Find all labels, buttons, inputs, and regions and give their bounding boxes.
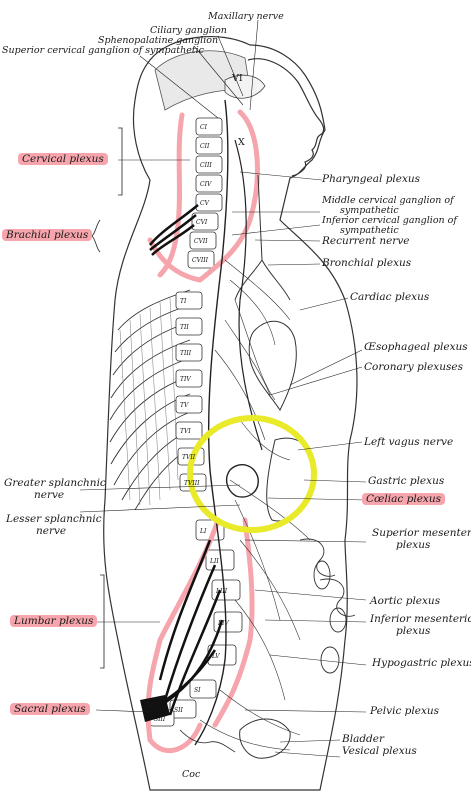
pink-lumbar-highlight [145,517,255,754]
pelvic-plexus-mesh [179,729,236,753]
label-coronary-plexuses: Coronary plexuses [364,361,463,373]
vertebra-label: CVII [194,238,208,245]
label-lesser-splanchnic-2: nerve [36,525,67,537]
label-inferior-mesenteric-1: Inferior mesenteric [370,613,471,625]
orbit [224,74,266,99]
vertebra-label: SI [194,687,201,694]
rib-hatching [119,297,179,506]
label-superior-mesenteric-2: plexus [396,539,431,551]
label-inferior-cervical-ganglion-2: sympathetic [340,225,399,236]
heart [248,320,297,411]
sacral-dark-mass [140,695,170,722]
label-bladder: Bladder [342,733,385,745]
label-coc: Coc [182,769,201,780]
label-superior-mesenteric-1: Superior mesenteric [372,527,471,539]
pink-brachial-highlight [147,237,203,283]
label-greater-splanchnic-1: Greater splanchnic [4,477,106,489]
vertebra-label: TVII [182,454,196,461]
label-greater-splanchnic-2: nerve [34,489,65,501]
lumbar-plexus-highlight: Lumbar plexus [10,615,98,627]
vertebra-label: CIV [200,181,212,188]
vertebra-label: LIII [215,588,228,595]
label-gastric-plexus: Gastric plexus [368,475,445,487]
yellow-coeliac-highlight [187,415,317,533]
vertebra-label: CII [200,143,210,150]
label-hypogastric-plexus: Hypogastric plexus [372,657,471,669]
label-maxillary-nerve: Maxillary nerve [208,11,284,22]
label-aortic-plexus: Aortic plexus [370,595,441,607]
vertebra-label: CI [200,124,208,131]
label-superior-cervical-ganglion: Superior cervical ganglion of sympatheti… [2,45,204,56]
label-coeliac-plexus: Cœliac plexus [362,493,445,505]
label-cranial-x: X [238,137,245,148]
skull-hatching [154,50,251,111]
sacral-plexus-highlight: Sacral plexus [10,703,90,715]
vertebra-label: TIV [180,376,191,383]
label-inferior-mesenteric-2: plexus [396,625,431,637]
vertebra-label: TII [180,324,189,331]
brace-cervical [118,127,123,196]
brachial-plexus-nerves [149,204,199,256]
vertebra-label: CV [200,200,210,207]
label-inferior-cervical-ganglion-1: Inferior cervical ganglion of [322,215,457,226]
coeliac-plexus-knot [225,464,259,498]
label-cervical-plexus: Cervical plexus [18,153,108,165]
cervical-plexus-highlight: Cervical plexus [18,153,108,165]
vagus-nerve [234,139,263,451]
vertebra-label: TV [180,402,189,409]
vertebra-label: SII [174,707,183,714]
label-pharyngeal-plexus: Pharyngeal plexus [322,173,421,185]
visceral-nerve-network [199,259,311,751]
intestines [299,538,356,674]
sympathetic-trunk [194,99,229,746]
label-recurrent-nerve: Recurrent nerve [322,235,410,247]
label-lesser-splanchnic-1: Lesser splanchnic [6,513,102,525]
face-profile [247,58,325,177]
vertebra-label: TVI [180,428,191,435]
bladder-organ [239,718,291,759]
label-cranial-vi: VI [232,73,243,84]
vertebra-label: LV [211,653,220,660]
label-oesophageal-plexus: Œsophageal plexus [364,341,468,353]
label-middle-cervical-ganglion-1: Middle cervical ganglion of [322,195,454,206]
vertebra-label: LIV [217,620,229,627]
vertebra-label-group: CI CII CIII CIV CV CVI CVII CVIII TI TII TIII TIV TV… [154,124,229,723]
vertebra-label: SIII [154,716,166,723]
body-outline [103,35,358,791]
label-ciliary-ganglion: Ciliary ganglion [150,25,227,36]
vertebra-label: TIII [180,350,192,357]
coeliac-plexus-highlight: Cœliac plexus [362,493,445,505]
label-sphenopalatine-ganglion: Sphenopalatine ganglion [98,35,219,46]
vertebra-label: CVIII [192,257,209,264]
label-cardiac-plexus: Cardiac plexus [350,291,430,303]
label-pelvic-plexus: Pelvic plexus [370,705,440,717]
trachea [234,174,291,301]
label-bronchial-plexus: Bronchial plexus [322,257,412,269]
vertebra-label: CIII [200,162,212,169]
leader-lines [79,19,367,758]
label-middle-cervical-ganglion-2: sympathetic [340,205,399,216]
brachial-plexus-highlight: Brachial plexus [2,229,93,241]
label-sacral-plexus: Sacral plexus [10,703,90,715]
label-brachial-plexus: Brachial plexus [2,229,93,241]
vertebra-label: LII [209,558,219,565]
vertebra-label: TVIII [184,480,200,487]
vertebra-label: LI [199,528,207,535]
brace-lumbar [100,574,105,669]
vertebra-label: CVI [196,219,208,226]
label-left-vagus-nerve: Left vagus nerve [364,436,454,448]
brace-brachial [91,219,101,253]
label-vesical-plexus: Vesical plexus [342,745,417,757]
label-lumbar-plexus: Lumbar plexus [10,615,98,627]
vertebra-label: TI [180,298,187,305]
